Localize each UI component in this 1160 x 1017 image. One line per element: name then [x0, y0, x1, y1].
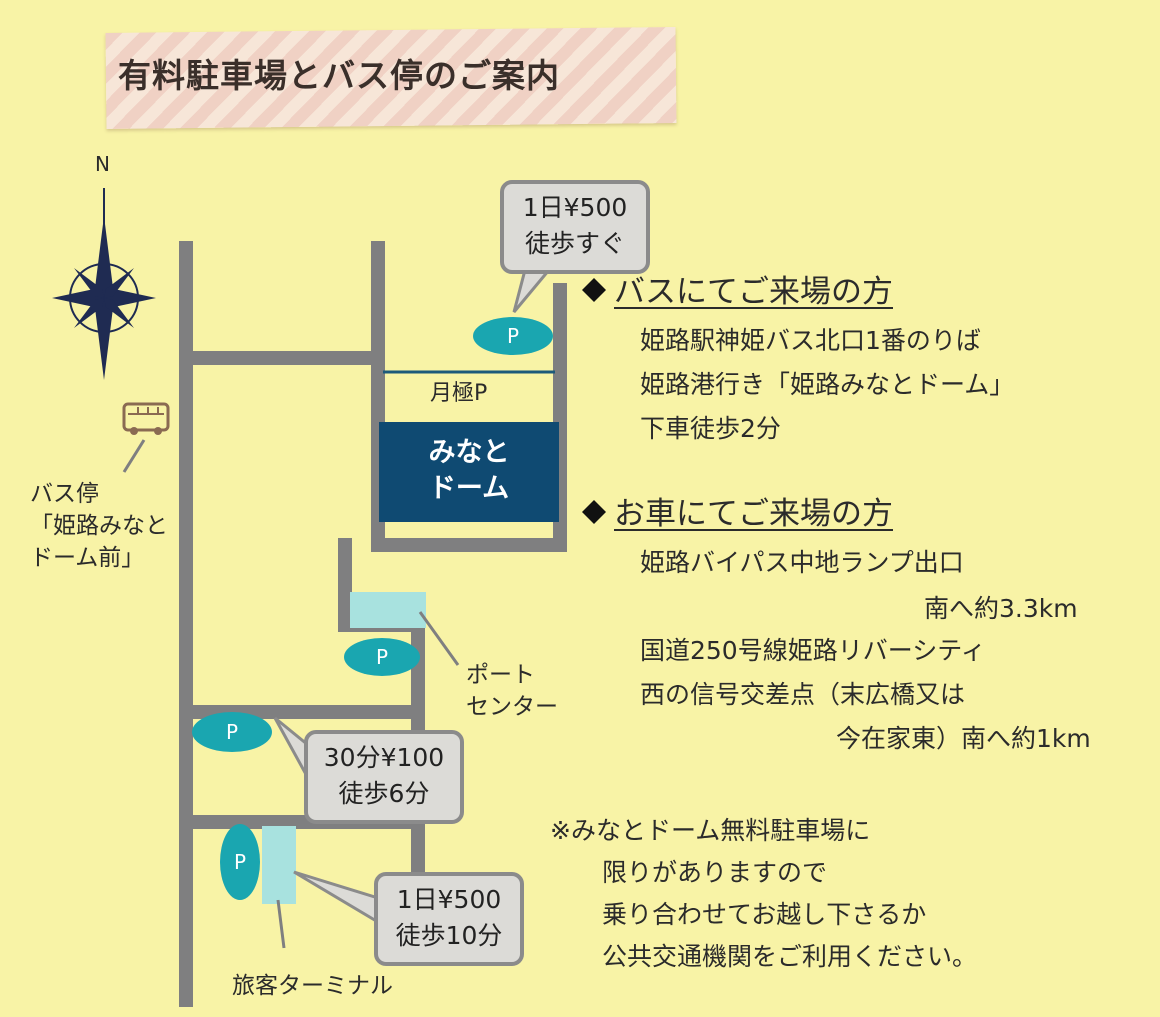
callout-tail-terminal [293, 870, 380, 925]
note-line-4: 公共交通機関をご利用ください。 [602, 942, 978, 971]
callout-north-line-1: 1日¥500 [522, 193, 628, 222]
bus-line-2: 姫路港行き「姫路みなとドーム」 [640, 370, 1015, 399]
parking-symbol-north: P [506, 324, 520, 348]
port-center-building [350, 592, 426, 628]
car-line-3: 国道250号線姫路リバーシティ [640, 636, 986, 665]
parking-lot-terminal [220, 824, 260, 900]
terminal-label: 旅客ターミナル [232, 973, 393, 999]
dome-line-1: みなと [428, 437, 510, 468]
monthly-parking-label: 月極P [430, 381, 488, 406]
bus-section-heading: バスにてご来場の方 [614, 272, 893, 312]
car-line-2: 南へ約3.3km [924, 594, 1078, 623]
diamond-bullet-bus [582, 278, 606, 302]
parking-lot-middle [192, 712, 272, 752]
minato-dome-label: みなと ドーム [380, 422, 558, 522]
page-title: 有料駐車場とバス停のご案内 [118, 56, 560, 95]
bus-line-3: 下車徒歩2分 [640, 414, 781, 443]
callout-middle-line-2: 徒歩6分 [338, 779, 430, 808]
leader-lines [122, 439, 460, 949]
callout-terminal-line-2: 徒歩10分 [395, 921, 503, 950]
north-label: N [95, 152, 110, 176]
port-center-line-2: センター [466, 694, 558, 720]
port-center-label: ポート センター [466, 659, 558, 723]
terminal-building [262, 826, 296, 904]
note-line-3: 乗り合わせてお越し下さるか [602, 900, 927, 929]
compass-rose-icon [52, 188, 156, 380]
diamond-bullet-car [582, 500, 606, 524]
bus-stop-label: バス停 「姫路みなと ドーム前」 [30, 478, 168, 574]
port-center-line-1: ポート [466, 662, 535, 688]
minato-dome-building [379, 422, 559, 522]
bus-stop-line-3: ドーム前」 [30, 545, 145, 571]
callout-tail-north [512, 268, 553, 313]
note-line-2: 限りがありますので [602, 858, 828, 887]
bus-line-1: 姫路駅神姫バス北口1番のりば [640, 326, 981, 355]
dome-line-2: ドーム [428, 473, 510, 504]
note-line-1: ※みなとドーム無料駐車場に [550, 816, 871, 845]
parking-lot-port [344, 638, 420, 676]
bus-heading-text: バスにてご来場の方 [614, 274, 893, 310]
parking-lot-north [473, 317, 553, 355]
car-section-heading: お車にてご来場の方 [614, 494, 893, 534]
bus-stop-line-1: バス停 [30, 481, 99, 507]
callout-terminal-parking: 1日¥500 徒歩10分 [374, 872, 524, 966]
car-line-5: 今在家東）南へ約1km [836, 724, 1091, 753]
parking-symbol-middle: P [225, 720, 239, 744]
bus-stop-line-2: 「姫路みなと [30, 513, 168, 539]
callout-terminal-line-1: 1日¥500 [396, 885, 502, 914]
dome-block-outline [371, 351, 567, 552]
callout-middle-parking: 30分¥100 徒歩6分 [304, 730, 464, 824]
parking-symbol-terminal: P [233, 850, 247, 874]
car-line-4: 西の信号交差点（末広橋又は [640, 680, 966, 709]
callout-north-line-2: 徒歩すぐ [524, 229, 625, 258]
callout-middle-line-1: 30分¥100 [323, 743, 445, 772]
car-heading-text: お車にてご来場の方 [614, 496, 893, 532]
parking-symbol-port: P [375, 645, 389, 669]
callout-north-parking: 1日¥500 徒歩すぐ [500, 180, 650, 274]
car-line-1: 姫路バイパス中地ランプ出口 [640, 548, 964, 577]
bus-icon [122, 402, 170, 435]
